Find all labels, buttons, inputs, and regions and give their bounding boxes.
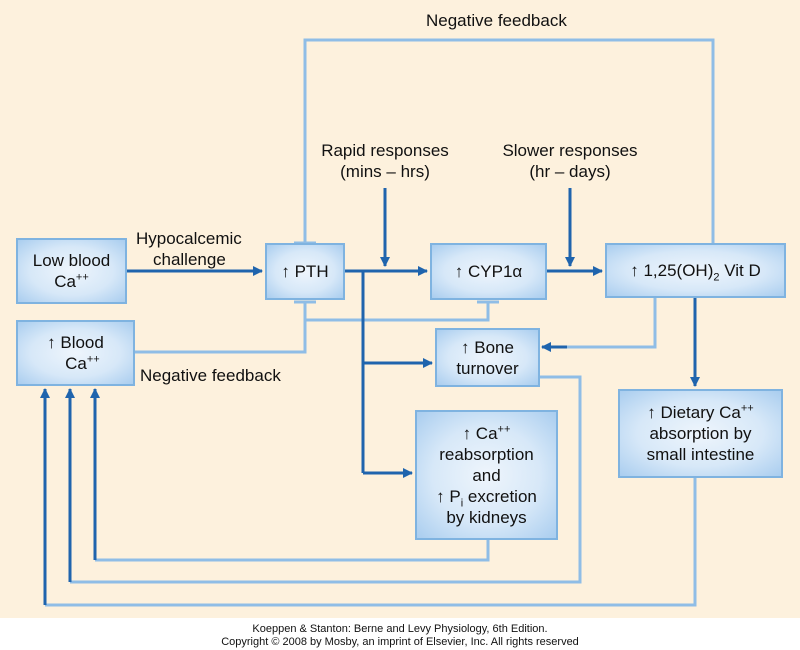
blood-ca-line1: ↑ Blood <box>47 333 104 352</box>
negative-feedback-top-line <box>303 38 715 265</box>
vitamin-d-box: ↑ 1,25(OH)2 Vit D <box>605 243 786 298</box>
cyp1a-label: ↑ CYP1α <box>454 262 523 281</box>
pth-box: ↑ PTH <box>265 243 345 300</box>
kidney-l1: ↑ Ca <box>462 423 498 443</box>
kidney-l3: and <box>472 465 501 485</box>
kidney-l1-sup: ++ <box>497 422 511 435</box>
bone-line1: ↑ Bone <box>461 337 514 357</box>
cyp1a-box: ↑ CYP1α <box>430 243 547 300</box>
blood-ca-sup: ++ <box>86 353 100 366</box>
hypocalcemic-label: Hypocalcemic challenge <box>136 228 242 270</box>
diet-l1-sup: ++ <box>740 402 754 415</box>
bone-line2: turnover <box>456 358 519 378</box>
dietary-absorption-box: ↑ Dietary Ca++ absorption by small intes… <box>618 389 783 478</box>
blood-ca-line2: Ca <box>65 354 87 373</box>
slower-line2: (hr – days) <box>529 162 611 181</box>
kidney-l4: ↑ P <box>436 486 461 506</box>
kidney-l5: by kidneys <box>446 507 527 527</box>
low-blood-ca-box: Low blood Ca++ <box>16 238 127 304</box>
diagram-panel <box>0 0 800 618</box>
connector-layer <box>40 38 715 607</box>
rapid-line2: (mins – hrs) <box>340 162 430 181</box>
pth-label: ↑ PTH <box>281 262 329 281</box>
low-blood-sup: ++ <box>75 271 89 284</box>
bone-turnover-box: ↑ Bone turnover <box>435 328 540 387</box>
footer-line2: Copyright © 2008 by Mosby, an imprint of… <box>221 636 579 648</box>
cyp-inhibit-line <box>305 302 490 322</box>
kidney-l4-post: excretion <box>463 486 537 506</box>
slower-line1: Slower responses <box>502 141 638 160</box>
hypocalcemic-line2: challenge <box>153 250 226 269</box>
kidney-return-light-line <box>95 540 490 562</box>
negative-feedback-left-label: Negative feedback <box>140 366 281 385</box>
rapid-line1: Rapid responses <box>321 141 449 160</box>
bone-return-light-line <box>70 375 582 584</box>
negative-feedback-left-line <box>135 302 307 354</box>
diet-l1: ↑ Dietary Ca <box>647 403 741 422</box>
vitd-sub: 2 <box>713 271 720 284</box>
vitd-pre: ↑ 1,25(OH) <box>630 261 714 280</box>
hypocalcemic-line1: Hypocalcemic <box>136 229 242 248</box>
negative-feedback-top-label: Negative feedback <box>426 11 567 30</box>
kidney-l2: reabsorption <box>439 444 534 464</box>
diet-return-light-line <box>45 478 697 607</box>
kidney-l4-sub: i <box>460 496 464 509</box>
slower-responses-label: Slower responses (hr – days) <box>492 140 648 182</box>
vitd-post: Vit D <box>719 261 761 280</box>
diet-l3: small intestine <box>646 445 755 464</box>
rapid-responses-label: Rapid responses (mins – hrs) <box>310 140 460 182</box>
blood-ca-box: ↑ Blood Ca++ <box>16 320 135 386</box>
kidney-box: ↑ Ca++ reabsorption and ↑ Pi excretion b… <box>415 410 558 540</box>
diet-l2: absorption by <box>649 424 752 443</box>
vitd-to-bone-light-line <box>565 298 657 349</box>
low-blood-line2: Ca <box>54 272 76 291</box>
footer-line1: Koeppen & Stanton: Berne and Levy Physio… <box>252 623 548 635</box>
low-blood-line1: Low blood <box>32 251 111 270</box>
